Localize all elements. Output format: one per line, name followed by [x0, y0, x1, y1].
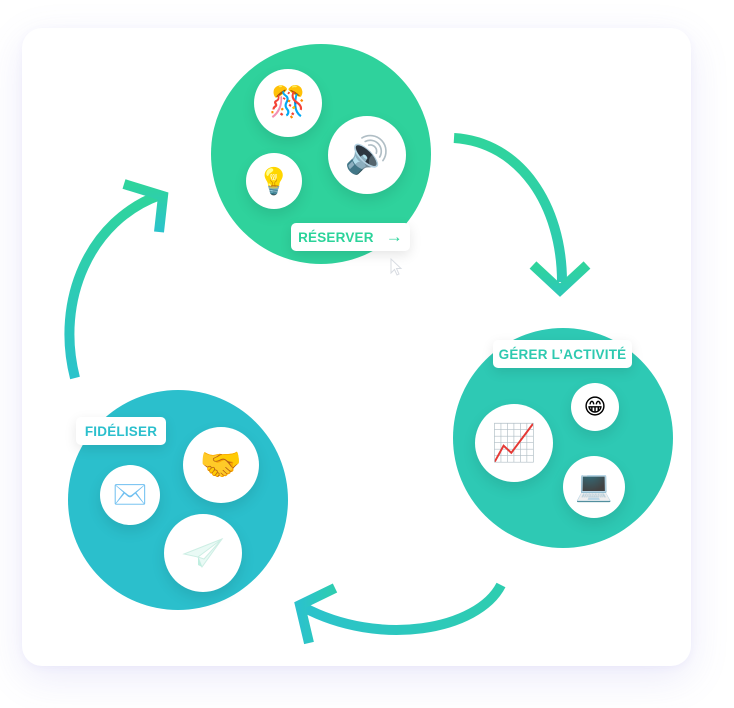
envelope-icon: ✉️: [100, 465, 160, 525]
gerer-activite-label: GÉRER L’ACTIVITÉ: [493, 340, 632, 368]
arrow-gerer-to-fideliser: [294, 582, 506, 645]
confetti-icon: 🎊: [254, 69, 322, 137]
light-bulb-icon: 💡: [246, 153, 302, 209]
paper-plane-glyph: [182, 537, 224, 569]
reserver-label: RÉSERVER: [298, 229, 374, 245]
chart-increasing-icon: 📈: [475, 404, 553, 482]
fideliser-label: FIDÉLISER: [76, 417, 166, 445]
laptop-icon: 💻: [563, 456, 625, 518]
arrow-reserver-to-gerer: [453, 133, 591, 297]
grinning-face-icon: 😁: [571, 383, 619, 431]
handshake-icon: 🤝: [183, 427, 259, 503]
speaker-icon: 🔊: [328, 116, 406, 194]
reserver-button[interactable]: RÉSERVER →: [291, 223, 410, 251]
arrow-right-icon: →: [385, 227, 403, 246]
mouse-cursor-icon: [390, 258, 403, 276]
arrow-fideliser-to-reserver: [64, 179, 169, 380]
paper-plane-icon: [164, 514, 242, 592]
